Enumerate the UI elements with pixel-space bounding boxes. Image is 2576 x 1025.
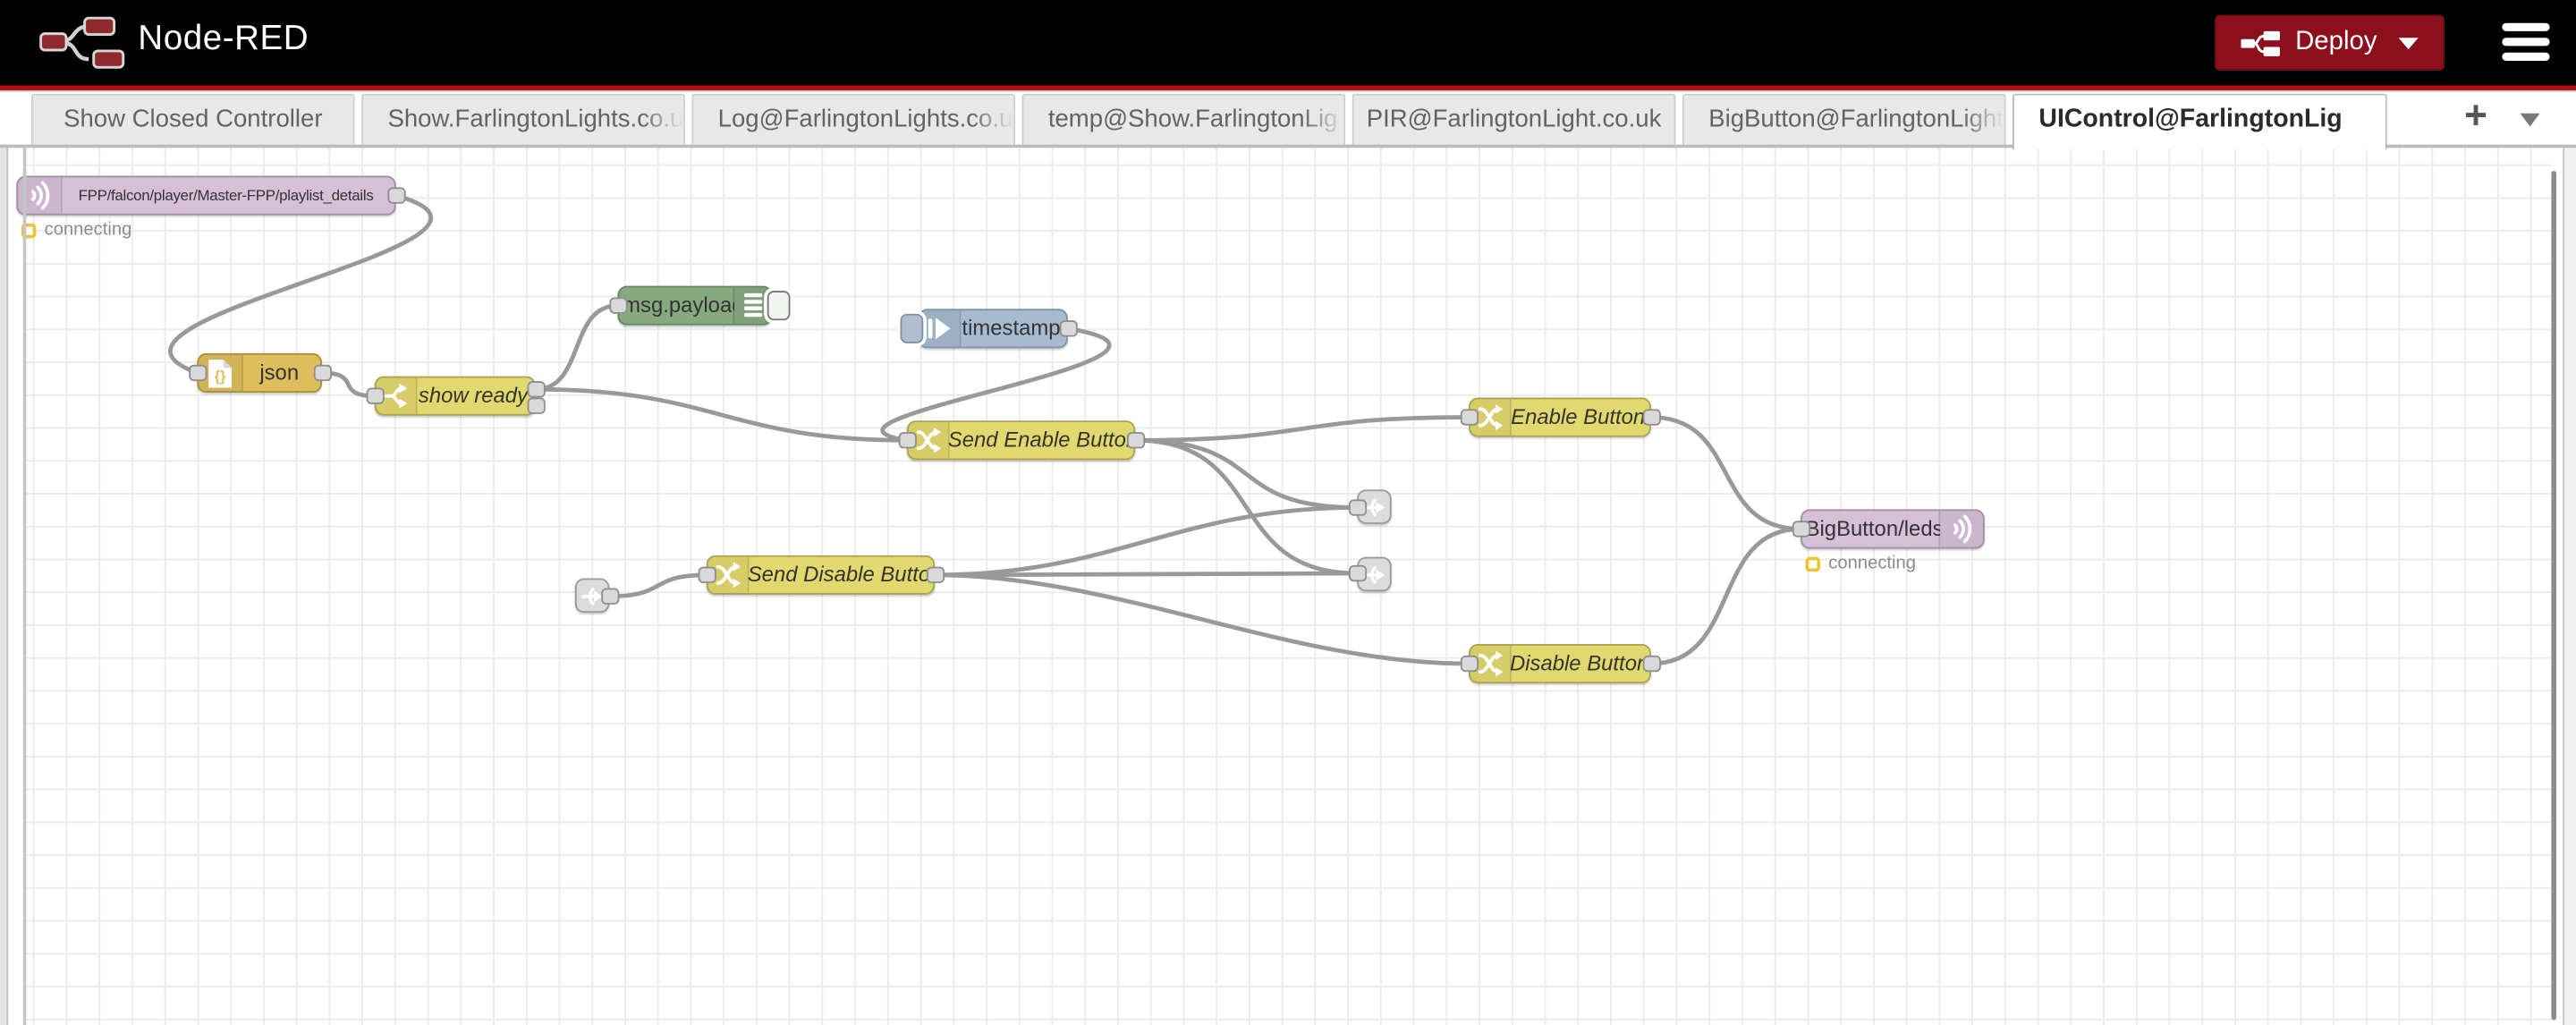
node-enable-btn[interactable]: Enable Button (1469, 397, 1651, 437)
tab-label-fade (640, 95, 684, 145)
node-label: show ready (418, 382, 529, 408)
input-port[interactable] (365, 387, 384, 404)
header: Node-RED Deploy (0, 0, 2576, 86)
tab-label: Show Closed Controller (64, 105, 323, 133)
node-red-logo-icon (39, 16, 125, 69)
node-disable-btn[interactable]: Disable Button (1469, 643, 1651, 684)
tab-temp-show-farlingtonlig[interactable]: temp@Show.FarlingtonLig (1021, 93, 1346, 145)
node-label: msg.payload (623, 292, 735, 318)
palette-edge-strip (0, 90, 9, 1025)
tab-log-farlingtonlights-co-u[interactable]: Log@FarlingtonLights.co.u (691, 93, 1016, 145)
inject-button[interactable] (900, 313, 924, 343)
tab-show-closed-controller[interactable]: Show Closed Controller (30, 93, 355, 145)
tab-label: Show.FarlingtonLights.co.u (387, 105, 684, 133)
hamburger-icon (2502, 22, 2550, 30)
output-port[interactable] (526, 397, 545, 414)
deploy-caret-icon[interactable] (2398, 37, 2419, 49)
flow-tab-bar: Show Closed Controller Show.FarlingtonLig… (0, 90, 2576, 150)
change-icon (1470, 399, 1512, 436)
output-port[interactable] (1058, 320, 1077, 336)
canvas-left-border (22, 90, 26, 1025)
input-port[interactable] (188, 365, 207, 381)
tab-label: PIR@FarlingtonLight.co.uk (1366, 105, 1662, 133)
node-status: connecting (21, 220, 131, 240)
status-text: connecting (1828, 553, 1917, 574)
sidebar-edge-strip (2563, 90, 2576, 1025)
node-status: connecting (1805, 553, 1917, 574)
link-in-icon (577, 580, 608, 611)
tab-label-fade (970, 95, 1014, 145)
tab-label: BigButton@FarlingtonLight (1708, 105, 2004, 133)
add-flow-button[interactable]: + (2464, 92, 2487, 138)
header-accent-line (0, 85, 2576, 90)
header-sub-line (0, 89, 2576, 91)
input-port[interactable] (1459, 409, 1479, 426)
node-inject[interactable]: timestamp (900, 309, 1068, 349)
node-label: timestamp (962, 315, 1061, 341)
main-menu-button[interactable] (2502, 22, 2550, 63)
tab-label-fade (2343, 95, 2385, 150)
node-label: Enable Button (1511, 403, 1646, 429)
input-port[interactable] (1791, 521, 1810, 538)
node-label: FPP/falcon/player/Master-FPP/playlist_de… (78, 187, 374, 204)
node-json[interactable]: {} json (197, 352, 322, 393)
node-label: json (259, 360, 300, 385)
tab-label: Log@FarlingtonLights.co.u (717, 105, 1013, 133)
tab-uicontrol-farlingtonlig[interactable]: UIControl@FarlingtonLig (2012, 93, 2387, 150)
deploy-icon (2241, 30, 2281, 55)
tab-show-farlingtonlights-co-u[interactable]: Show.FarlingtonLights.co.u (361, 93, 685, 145)
debug-toggle-button[interactable] (767, 291, 791, 321)
status-connecting-icon (1805, 555, 1821, 572)
link-out-icon (1359, 491, 1390, 522)
tab-label-fade (1301, 95, 1344, 145)
output-port[interactable] (925, 567, 945, 583)
inject-icon (919, 310, 962, 347)
debug-icon (733, 287, 771, 324)
node-label: BigButton/leds (1805, 515, 1941, 541)
output-port[interactable] (526, 381, 545, 397)
node-show-ready[interactable]: show ready (374, 376, 536, 416)
output-port[interactable] (312, 365, 332, 381)
canvas-vertical-scrollbar[interactable] (2551, 171, 2556, 1021)
status-text: connecting (44, 220, 132, 241)
app-title: Node-RED (138, 20, 309, 58)
tab-label: UIControl@FarlingtonLig (2038, 105, 2343, 133)
bridge-icon (1938, 511, 1983, 547)
deploy-button[interactable]: Deploy (2214, 14, 2445, 71)
output-port[interactable] (1126, 432, 1145, 448)
input-port[interactable] (1459, 656, 1479, 672)
tab-pir-farlingtonlight-co-uk[interactable]: PIR@FarlingtonLight.co.uk (1352, 93, 1676, 145)
input-port[interactable] (608, 297, 627, 314)
svg-text:{}: {} (215, 367, 226, 384)
node-debug[interactable]: msg.payload (617, 285, 791, 326)
output-port[interactable] (600, 588, 619, 605)
output-port[interactable] (1641, 409, 1661, 426)
output-port[interactable] (386, 187, 405, 204)
input-port[interactable] (897, 432, 916, 448)
node-send-enable[interactable]: Send Enable Buttons (906, 420, 1136, 461)
deploy-label: Deploy (2295, 28, 2377, 56)
node-label: Disable Button (1509, 650, 1647, 675)
node-label: Send Disable Buttons (747, 562, 930, 587)
input-port[interactable] (1348, 565, 1367, 581)
tab-bar-border (0, 145, 2576, 148)
node-mqtt-in[interactable]: FPP/falcon/player/Master-FPP/playlist_de… (16, 175, 396, 216)
node-label: Send Enable Buttons (947, 427, 1131, 453)
node-mqtt-out[interactable]: BigButton/leds (1801, 509, 1985, 549)
tab-label: temp@Show.FarlingtonLig (1047, 105, 1338, 133)
input-port[interactable] (1348, 499, 1367, 516)
node-send-disable[interactable]: Send Disable Buttons (706, 555, 936, 595)
tab-menu-caret-icon[interactable] (2520, 112, 2540, 126)
input-port[interactable] (697, 567, 716, 583)
tab-label-fade (1962, 95, 2004, 145)
tab-bigbutton-farlingtonlight[interactable]: BigButton@FarlingtonLight (1682, 93, 2006, 145)
output-port[interactable] (1641, 656, 1661, 672)
